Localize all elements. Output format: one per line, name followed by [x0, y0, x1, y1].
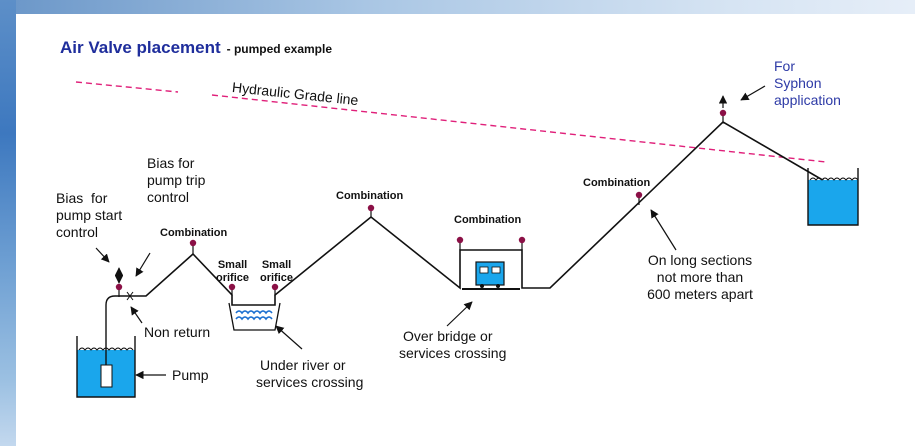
combination-label-3: Combination — [454, 214, 522, 226]
river-label-line-1: Under river or — [260, 357, 346, 373]
syphon-label-line-3: application — [774, 92, 841, 108]
small-orifice-2-line-2: orifice — [260, 272, 294, 284]
syphon-label-line-2: Syphon — [774, 75, 822, 91]
train-icon — [475, 261, 505, 286]
long-sections-label: On long sections not more than 600 meter… — [630, 252, 770, 303]
background-gradient-top — [0, 0, 915, 14]
train-window-left — [479, 266, 489, 274]
small-orifice-2-line-1: Small — [261, 259, 292, 271]
bridge-crossing-label: Over bridge or services crossing — [399, 328, 506, 362]
river-waves-1 — [235, 310, 273, 315]
pump-start-label-line-1: Bias for — [56, 190, 108, 206]
river-waves-2 — [235, 316, 273, 321]
air-valve-combination-1 — [189, 239, 197, 247]
train-window-right — [491, 266, 501, 274]
bridge-label-line-2: services crossing — [399, 345, 507, 361]
pump-start-label: Bias for pump start control — [56, 190, 122, 241]
pump-trip-label-line-3: control — [147, 189, 190, 205]
title-text: Air Valve placement — [60, 38, 221, 57]
hydraulic-grade-line-left — [75, 81, 179, 93]
small-orifice-label-1: Small orifice — [216, 259, 249, 285]
small-orifice-1-line-2: orifice — [216, 272, 250, 284]
small-orifice-1-line-1: Small — [217, 259, 248, 271]
receiving-tank-water — [808, 180, 858, 225]
air-valve-bridge-left — [456, 236, 464, 244]
train-wheel-right — [496, 284, 500, 288]
small-orifice-label-2: Small orifice — [260, 259, 293, 285]
pump-start-label-line-3: control — [56, 224, 99, 240]
syphon-label-line-1: For — [774, 58, 795, 74]
diagram-panel — [16, 14, 915, 446]
valve-stems — [118, 116, 724, 297]
air-valve-syphon — [719, 109, 727, 117]
non-return-label: Non return — [144, 324, 211, 340]
bridge-arrow — [446, 301, 473, 327]
receiving-tank-wall — [807, 168, 859, 226]
river-crossing-label: Under river or services crossing — [256, 357, 363, 391]
air-valve-pump-start — [115, 283, 123, 291]
air-valve-combination-4 — [635, 191, 643, 199]
air-valve-small-orifice-1 — [228, 283, 236, 291]
title-subtitle: - pumped example — [226, 42, 332, 56]
long-sections-arrow — [650, 209, 677, 251]
pump-start-label-line-2: pump start — [56, 207, 123, 223]
pipeline — [136, 121, 827, 306]
river-label-line-2: services crossing — [256, 374, 364, 390]
combination-label-2: Combination — [336, 190, 404, 202]
syphon-label: For Syphon application — [760, 58, 860, 109]
diagram-title: Air Valve placement - pumped example — [60, 38, 332, 58]
air-valve-bridge-right — [518, 236, 526, 244]
long-sections-line-2: not more than — [656, 269, 744, 285]
long-sections-line-1: On long sections — [647, 252, 753, 268]
pump-trip-arrow — [135, 252, 151, 277]
pump-trip-label-line-2: pump trip — [147, 172, 206, 188]
non-return-arrow — [130, 306, 143, 324]
pump-trip-label-line-1: Bias for — [147, 155, 195, 171]
pump-trip-label: Bias for pump trip control — [147, 155, 205, 206]
combination-label-1: Combination — [160, 227, 228, 239]
air-valve-combination-2 — [367, 204, 375, 212]
long-sections-line-3: 600 meters apart — [647, 286, 753, 302]
pump-start-arrow — [95, 247, 110, 263]
receiving-tank-waves — [809, 177, 859, 181]
pump-label: Pump — [172, 367, 209, 383]
pump-tank-wall — [76, 336, 136, 398]
bridge-label-line-1: Over bridge or — [403, 328, 493, 344]
combination-label-4: Combination — [583, 177, 651, 189]
river-crossing-tank — [228, 302, 281, 331]
river-arrow — [275, 325, 303, 350]
air-valve-small-orifice-2 — [271, 283, 279, 291]
train-wheel-left — [480, 284, 484, 288]
pump-rising-main — [105, 295, 136, 365]
background-gradient-left — [0, 0, 16, 446]
pump-body — [100, 364, 113, 388]
non-return-valve — [126, 291, 134, 301]
hydraulic-grade-line — [211, 94, 827, 163]
syphon-label-arrow — [740, 85, 766, 101]
